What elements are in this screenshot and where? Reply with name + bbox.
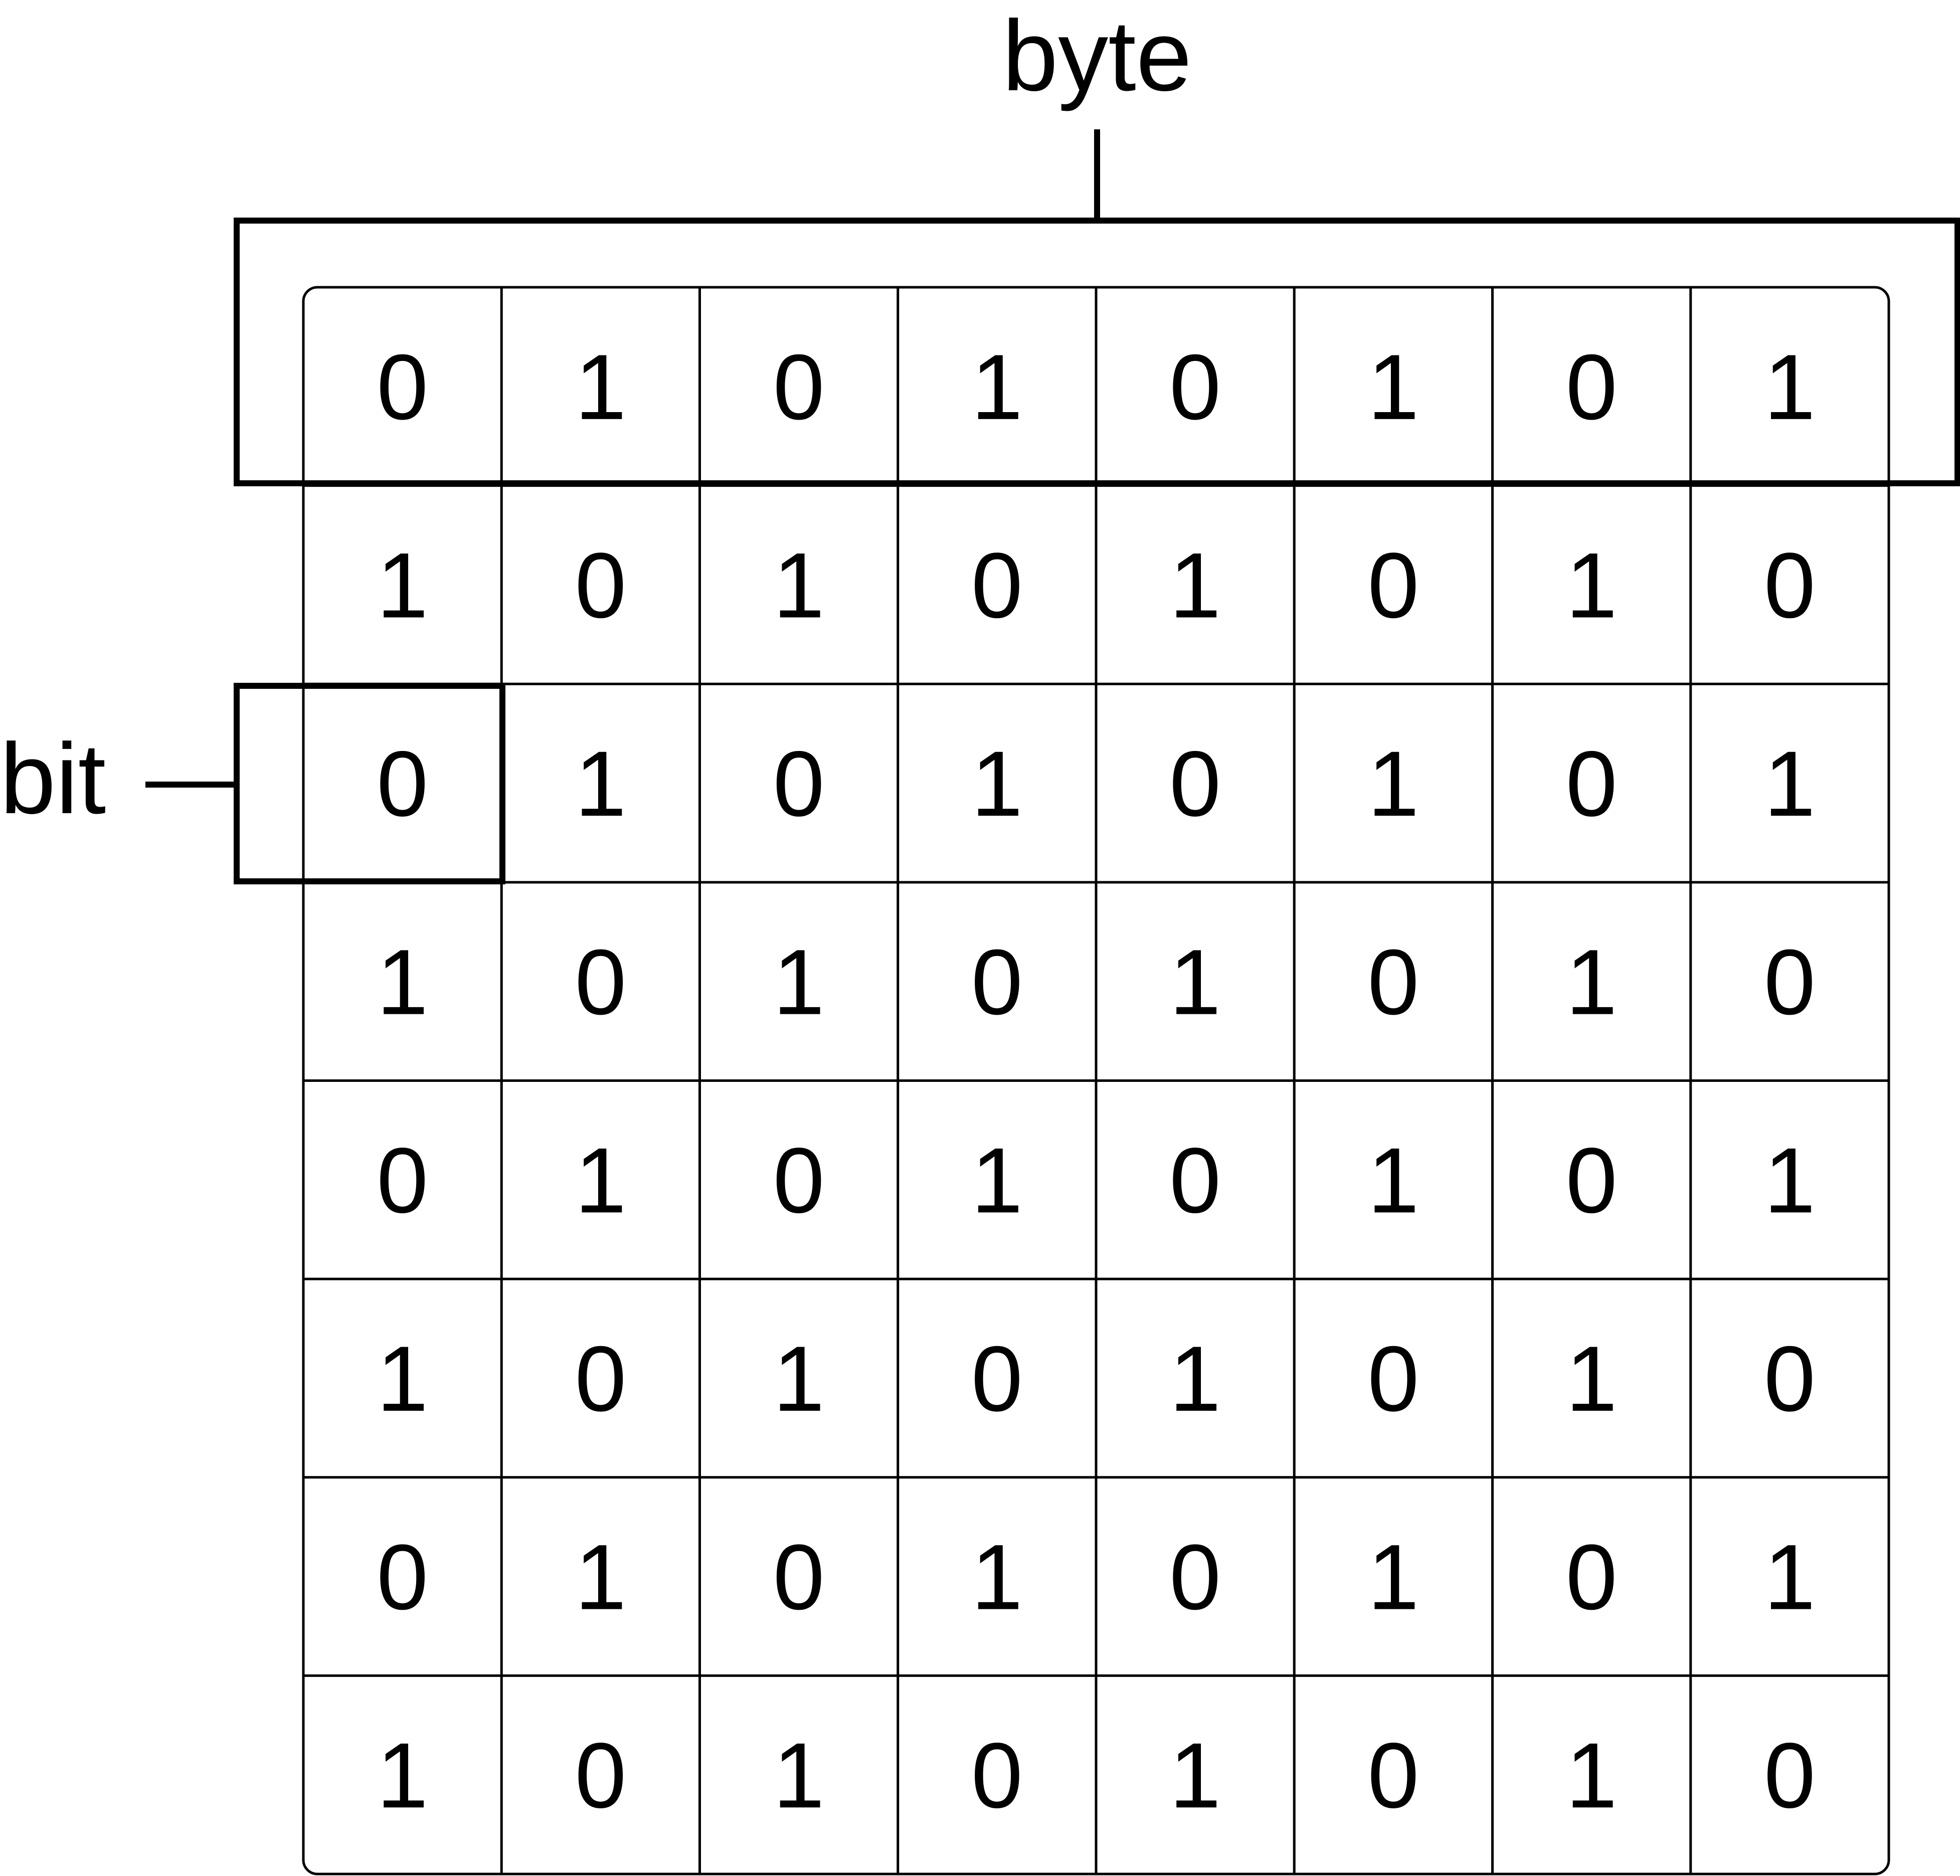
grid-cell-value: 1 xyxy=(377,1328,428,1431)
grid-cell-value: 0 xyxy=(1169,1526,1221,1629)
grid-cell-value: 0 xyxy=(773,336,825,439)
grid-cell-value: 1 xyxy=(1764,1129,1816,1232)
grid-cell-value: 0 xyxy=(1764,534,1816,637)
grid-cell-value: 1 xyxy=(773,1328,825,1431)
grid-cell-value: 0 xyxy=(971,931,1023,1034)
grid-cell-value: 1 xyxy=(1367,732,1419,836)
grid-cell-value: 0 xyxy=(1566,1526,1618,1629)
grid-cell-value: 1 xyxy=(1169,534,1221,637)
grid-cell-value: 1 xyxy=(1764,1526,1816,1629)
grid-cell-value: 1 xyxy=(1566,1328,1618,1431)
grid-cell-value: 0 xyxy=(773,1129,825,1232)
grid-cell-value: 1 xyxy=(377,931,428,1034)
grid-cell-value: 0 xyxy=(1367,1724,1419,1827)
grid-cell-value: 1 xyxy=(1169,1724,1221,1827)
grid-cell-value: 1 xyxy=(1367,1526,1419,1629)
grid-cell-value: 0 xyxy=(773,732,825,836)
grid-cell-value: 0 xyxy=(971,1724,1023,1827)
grid-cell-value: 0 xyxy=(971,534,1023,637)
grid-cell-value: 1 xyxy=(971,732,1023,836)
grid-cell-value: 1 xyxy=(575,732,626,836)
grid-cell-value: 0 xyxy=(377,1129,428,1232)
grid-cell-value: 1 xyxy=(1764,732,1816,836)
grid-lines xyxy=(303,287,1889,1874)
grid-cell-value: 1 xyxy=(773,534,825,637)
grid-cell-value: 1 xyxy=(1169,1328,1221,1431)
grid-cell-value: 0 xyxy=(1367,931,1419,1034)
grid-cell-value: 0 xyxy=(1169,1129,1221,1232)
grid-cell-value: 0 xyxy=(575,1328,626,1431)
grid-cell-value: 0 xyxy=(575,1724,626,1827)
grid-cell-value: 0 xyxy=(1169,336,1221,439)
grid-cell-value: 0 xyxy=(1764,1328,1816,1431)
bit-highlight-box xyxy=(234,683,505,884)
bit-label: bit xyxy=(0,723,106,835)
grid-cell-value: 0 xyxy=(773,1526,825,1629)
grid-cell-value: 0 xyxy=(575,931,626,1034)
grid-cell-value: 0 xyxy=(1169,732,1221,836)
grid-cell-value: 1 xyxy=(1566,1724,1618,1827)
grid-cell-value: 0 xyxy=(377,1526,428,1629)
grid-cell-value: 1 xyxy=(377,1724,428,1827)
byte-label: byte xyxy=(1002,0,1192,112)
grid-cell-value: 1 xyxy=(377,534,428,637)
grid-cell-value: 0 xyxy=(1367,1328,1419,1431)
grid-cell-value: 1 xyxy=(1566,931,1618,1034)
grid-cell-value: 0 xyxy=(575,534,626,637)
grid-cell-value: 1 xyxy=(1367,336,1419,439)
grid-cells: 0 1 0 1 0 1 0 1 1 0 1 0 1 0 1 0 0 1 0 1 0 1 0 1 1 0 1 0 1 0 1 0 0 1 0 1 0 1 0 1… xyxy=(377,336,1816,1827)
grid-cell-value: 0 xyxy=(1764,1724,1816,1827)
grid-cell-value: 0 xyxy=(1566,336,1618,439)
grid-cell-value: 1 xyxy=(773,1724,825,1827)
grid-cell-value: 1 xyxy=(575,336,626,439)
grid-cell-value: 0 xyxy=(1367,534,1419,637)
grid-cell-value: 0 xyxy=(377,336,428,439)
grid-cell-value: 0 xyxy=(1566,732,1618,836)
grid-cell-value: 0 xyxy=(1764,931,1816,1034)
grid-cell-value: 1 xyxy=(1764,336,1816,439)
grid-cell-value: 1 xyxy=(971,1129,1023,1232)
grid-cell-value: 1 xyxy=(575,1129,626,1232)
grid-cell-value: 1 xyxy=(773,931,825,1034)
grid-cell-value: 0 xyxy=(1566,1129,1618,1232)
grid-cell-value: 1 xyxy=(1367,1129,1419,1232)
grid-cell-value: 1 xyxy=(971,1526,1023,1629)
grid-cell-value: 0 xyxy=(971,1328,1023,1431)
grid-cell-value: 1 xyxy=(1169,931,1221,1034)
grid-cell-value: 1 xyxy=(1566,534,1618,637)
grid-cell-value: 0 xyxy=(377,732,428,836)
grid-cell-value: 1 xyxy=(971,336,1023,439)
grid-cell-value: 1 xyxy=(575,1526,626,1629)
